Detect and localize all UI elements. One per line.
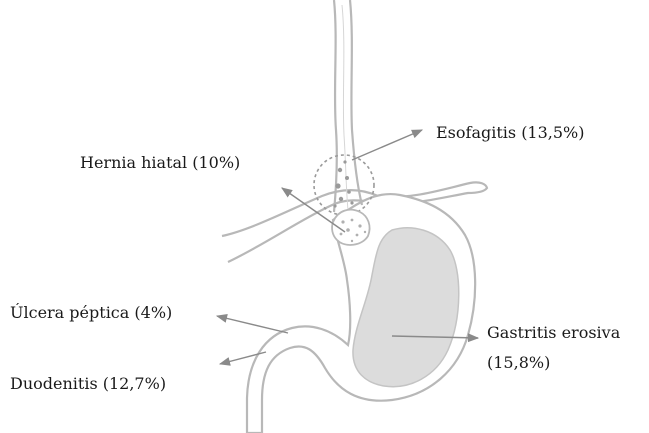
label-esofagitis: Esofagitis (13,5%) (436, 123, 585, 143)
esophagus-outline (334, 0, 337, 212)
esophagus-outline-inner (350, 0, 362, 205)
label-gastritis-erosiva-percent: (15,8%) (487, 353, 550, 373)
arrow-esofagitis (352, 130, 422, 160)
label-hernia-hiatal: Hernia hiatal (10%) (80, 153, 240, 173)
label-gastritis-erosiva: Gastritis erosiva (487, 323, 620, 343)
label-duodenitis: Duodenitis (12,7%) (10, 374, 166, 394)
label-ulcera-peptica: Úlcera péptica (4%) (10, 303, 172, 323)
arrow-ulcera-peptica (217, 316, 288, 333)
